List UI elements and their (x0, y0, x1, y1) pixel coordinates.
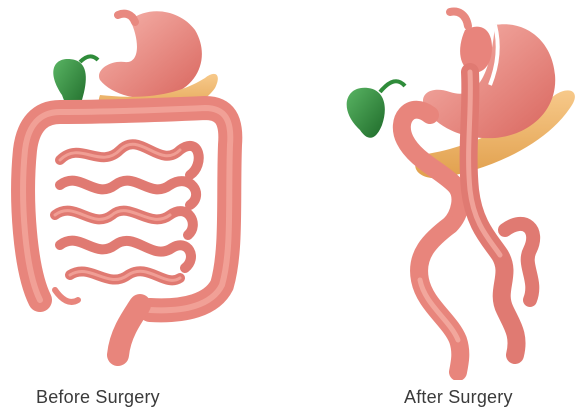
after-surgery-illustration (290, 0, 581, 380)
before-surgery-caption: Before Surgery (36, 387, 160, 408)
before-surgery-illustration (0, 0, 290, 380)
stomach (99, 11, 202, 98)
gallbladder (347, 88, 385, 138)
rectum (118, 305, 140, 355)
after-surgery-caption: After Surgery (404, 387, 513, 408)
